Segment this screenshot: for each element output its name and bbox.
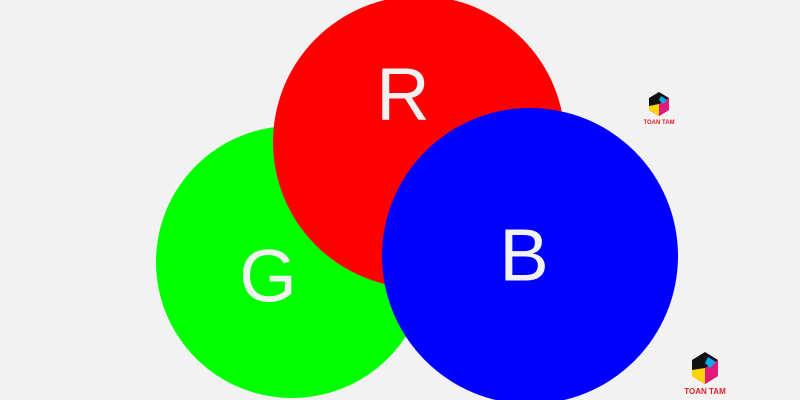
- svg-text:TOAN TAM: TOAN TAM: [684, 387, 726, 396]
- logo-top: TOAN TAM: [643, 92, 675, 126]
- label-r: R: [376, 53, 429, 136]
- svg-text:TOAN TAM: TOAN TAM: [643, 120, 674, 126]
- logo-bottom: TOAN TAM: [684, 352, 726, 396]
- label-g: G: [239, 235, 297, 318]
- label-b: B: [499, 214, 548, 297]
- blue-circle: [382, 108, 678, 400]
